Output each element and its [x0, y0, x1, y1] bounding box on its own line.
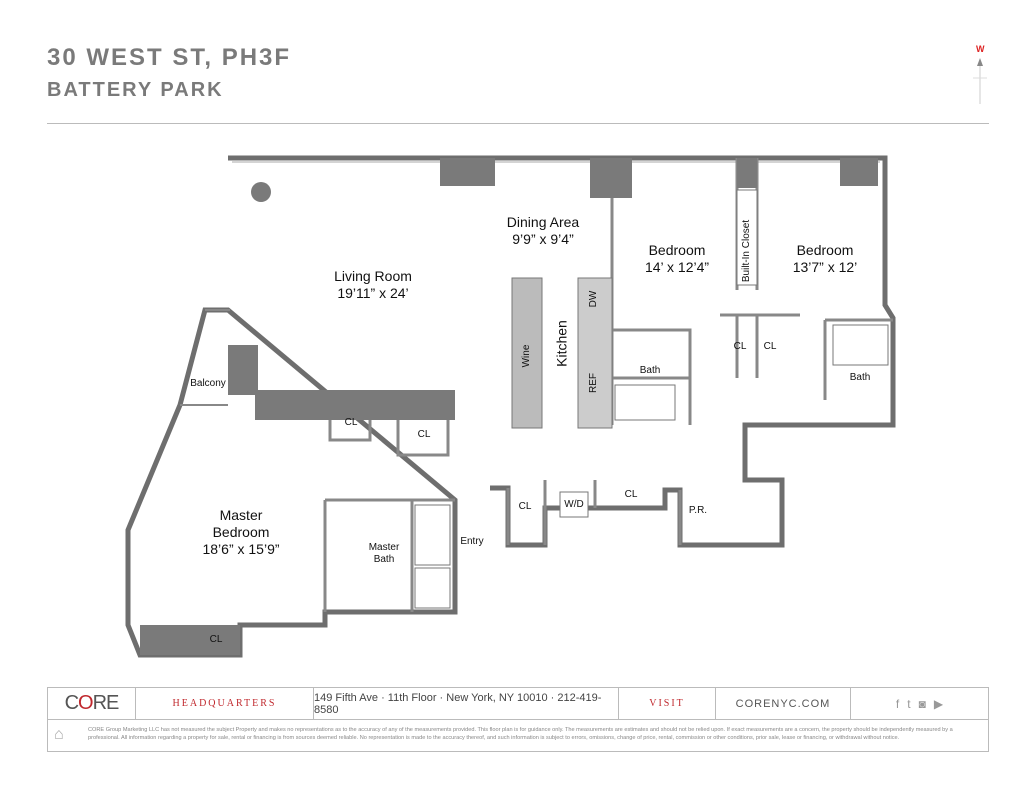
closet-label: CL: [209, 634, 223, 645]
built-in-closet-label: Built-In Closet: [741, 219, 752, 283]
visit-label: VISIT: [619, 688, 716, 719]
bath-1-label: Bath: [639, 365, 661, 376]
header-divider: [47, 123, 989, 124]
master-tub: [414, 504, 451, 566]
built-in-closet: [736, 189, 758, 286]
bathtub: [614, 384, 676, 421]
wine-label: Wine: [521, 344, 532, 368]
headquarters-label: HEADQUARTERS: [136, 688, 314, 719]
wall-mass: [737, 158, 757, 188]
hq-address: 149 Fifth Ave · 11th Floor · New York, N…: [314, 688, 619, 719]
wall-mass: [255, 390, 455, 420]
closet-label: CL: [344, 417, 358, 428]
kitchen-label: Kitchen: [553, 320, 570, 367]
equal-housing-icon: ⌂: [54, 726, 64, 743]
ref-label: REF: [588, 373, 599, 393]
closet-label: CL: [518, 501, 532, 512]
footer: CORE HEADQUARTERS 149 Fifth Ave · 11th F…: [47, 687, 989, 752]
entry-label: Entry: [460, 536, 484, 547]
neighborhood-subtitle: BATTERY PARK: [47, 79, 224, 101]
balcony-rail: [180, 309, 230, 406]
dw-label: DW: [588, 290, 599, 308]
wall-mass: [228, 345, 258, 395]
facebook-icon[interactable]: f: [895, 696, 900, 711]
north-arrow-icon: [973, 58, 987, 104]
wd-unit: [559, 491, 589, 518]
compass: W: [970, 44, 990, 104]
kitchen-counter: [577, 277, 613, 429]
closet-label: CL: [624, 489, 638, 500]
closet-label: CL: [733, 341, 747, 352]
kitchen-island: [511, 277, 543, 429]
powder-room-label: P.R.: [688, 505, 708, 516]
master-shower: [414, 567, 451, 609]
social-links: f t ◙ ▶: [851, 688, 988, 719]
core-logo: CORE: [48, 688, 136, 719]
compass-direction: W: [976, 44, 985, 54]
youtube-icon[interactable]: ▶: [933, 696, 944, 711]
floor-plan-drawing: [125, 155, 896, 658]
wall-mass: [440, 158, 495, 186]
wall-mass: [840, 158, 878, 186]
bath-2-label: Bath: [849, 372, 871, 383]
instagram-icon[interactable]: ◙: [918, 696, 926, 711]
closet-label: CL: [417, 429, 431, 440]
website-link[interactable]: CORENYC.COM: [716, 688, 851, 719]
address-title: 30 WEST ST, PH3F: [47, 44, 292, 71]
column: [251, 182, 271, 202]
twitter-icon[interactable]: t: [907, 696, 911, 711]
wall-mass: [140, 625, 240, 655]
shower: [832, 324, 889, 366]
wall-mass: [590, 158, 632, 198]
wd-label: W/D: [564, 499, 584, 510]
balcony-label: Balcony: [190, 378, 226, 389]
closet-label: CL: [763, 341, 777, 352]
disclaimer: CORE Group Marketing LLC has not measure…: [88, 727, 953, 741]
